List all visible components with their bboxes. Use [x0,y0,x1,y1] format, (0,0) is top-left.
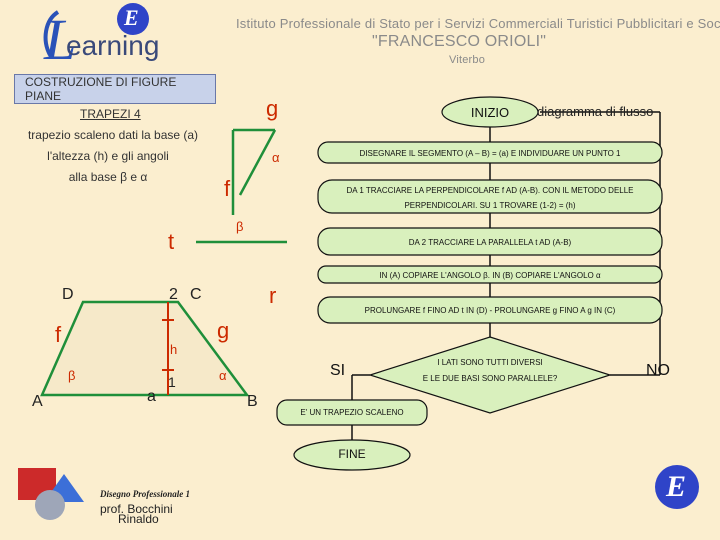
construction-label-r: r [269,283,277,308]
flow-end-label: FINE [338,447,366,461]
construction-label-alpha: α [272,150,280,165]
flow-step-4-text: IN (A) COPIARE L'ANGOLO β. IN (B) COPIAR… [379,271,601,280]
institute-school: "FRANCESCO ORIOLI" [372,33,547,50]
flow-step-2-line-1: DA 1 TRACCIARE LA PERPENDICOLARE f AD (A… [346,186,634,195]
flow-no-label: NO [646,362,670,379]
footer-author-2: Rinaldo [118,512,159,526]
heading-box: COSTRUZIONE DI FIGURE PIANE [14,74,216,104]
problem-line-3: alla base β e α [68,170,148,184]
construction-label-beta: β [236,219,244,234]
badge-letter-bottom: E [666,470,687,503]
logo-swoosh [43,10,60,56]
logo-letter: L [44,7,77,72]
flow-decision-line-2: E LE DUE BASI SONO PARALLELE? [422,374,558,383]
angle-label-alpha: α [219,368,227,383]
angle-label-beta: β [68,368,76,383]
logo-text: earning [66,30,160,61]
footer-author-1: prof. Bocchini [100,502,173,516]
construction-line-angle [238,129,277,196]
institute-name: Istituto Professionale di Stato per i Se… [236,16,720,31]
flow-result [276,399,428,426]
base-label-a: a [147,388,156,405]
vertex-a: A [32,393,43,410]
flow-step-1 [317,141,663,164]
flow-result-text: E' UN TRAPEZIO SCALENO [300,408,404,417]
construction-label-g: g [266,96,279,121]
badge-letter-top: E [124,5,139,30]
learning-logo [43,10,60,56]
side-label-f: f [55,322,62,347]
flow-start-label: INIZIO [470,105,510,120]
flow-end-node [293,439,411,471]
footer-course: Disegno Professionale 1 [100,489,190,499]
problem-title: TRAPEZI 4 [80,107,141,121]
flow-step-4 [317,265,663,284]
flow-step-5-text: PROLUNGARE f FINO AD t IN (D) - PROLUNGA… [364,306,616,315]
e-badge-top [117,3,149,35]
flow-step-3-text: DA 2 TRACCIARE LA PARALLELA t AD (A-B) [408,238,572,247]
geometric-shapes-logo [18,468,84,520]
point-2: 2 [169,286,178,303]
flow-decision [368,336,612,414]
construction-label-f: f [224,176,231,201]
heading-box-text: COSTRUZIONE DI FIGURE PIANE [25,75,177,103]
vertex-c: C [190,286,202,303]
e-badge-bottom [655,465,699,509]
problem-line-2: l'altezza (h) e gli angoli [47,149,169,163]
point-1: 1 [168,374,176,390]
vertex-d: D [62,286,74,303]
institute-city: Viterbo [449,54,486,66]
flow-decision-line-1: I LATI SONO TUTTI DIVERSI [437,358,543,367]
flow-step-2 [317,179,663,214]
flow-step-1-text: DISEGNARE IL SEGMENTO (A – B) = (a) E IN… [359,149,621,158]
flow-step-3 [317,227,663,256]
vertex-b: B [247,393,258,410]
flow-start-node [441,96,539,128]
construction-label-t: t [168,229,175,254]
trapezoid-figure [40,300,250,397]
side-label-g: g [217,318,230,343]
problem-line-1: trapezio scaleno dati la base (a) [27,128,199,142]
trapezoid-shape [40,300,250,397]
flow-caption: diagramma di flusso [537,104,654,119]
height-label-h: h [170,342,178,357]
flow-step-5 [317,296,663,324]
flow-step-2-line-2: PERPENDICOLARI. SU 1 TROVARE (1-2) = (h) [404,201,576,210]
flow-yes-label: SI [330,362,346,379]
